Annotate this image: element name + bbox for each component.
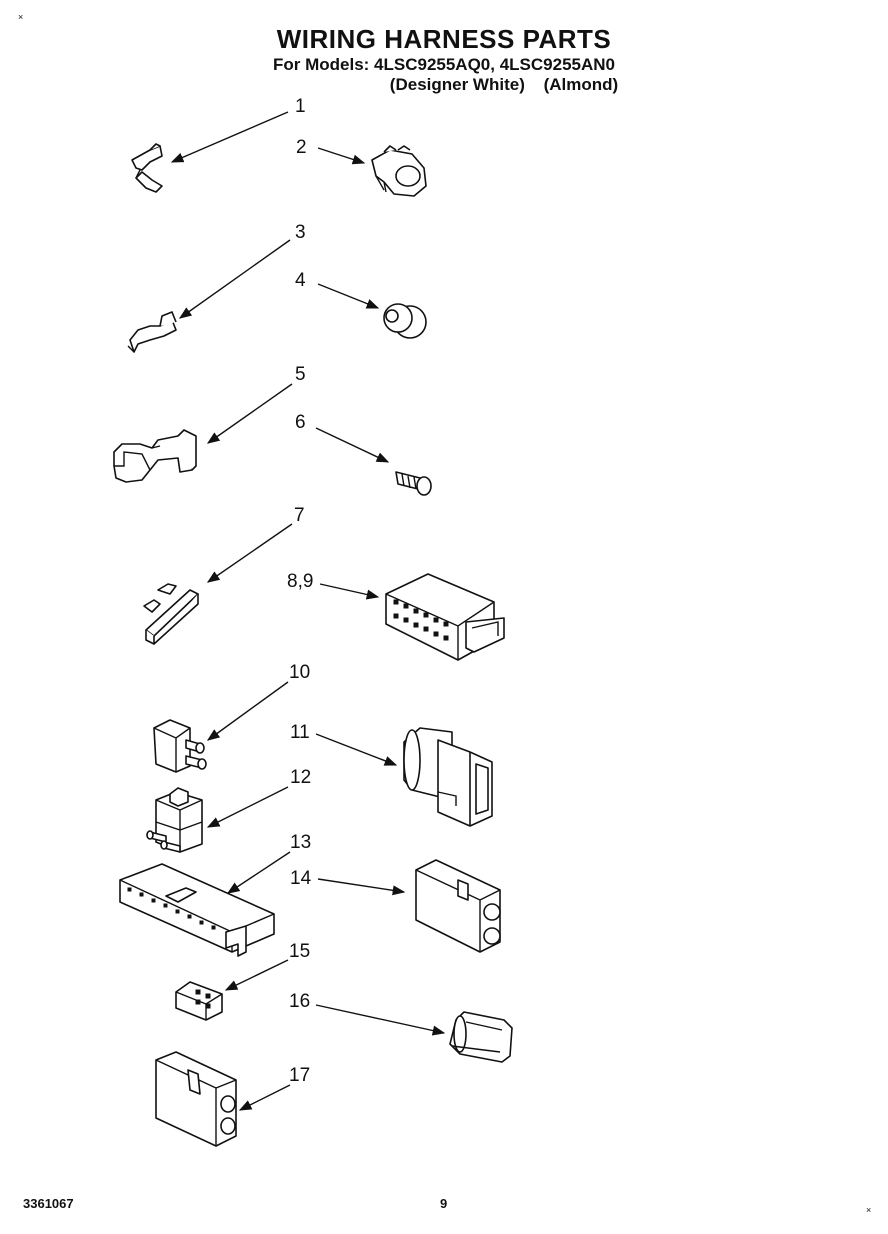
leader-7 bbox=[206, 523, 293, 583]
leader-8-9 bbox=[319, 583, 380, 600]
part-16-insulating-sleeve bbox=[449, 1011, 513, 1063]
leader-13 bbox=[226, 851, 291, 894]
callout-16: 16 bbox=[289, 991, 310, 1012]
part-13-terminal-block bbox=[119, 863, 275, 957]
callout-7: 7 bbox=[294, 505, 305, 526]
leader-11 bbox=[315, 733, 398, 766]
part-17-terminal-housing bbox=[155, 1051, 237, 1147]
callout-15: 15 bbox=[289, 941, 310, 962]
leader-5 bbox=[206, 383, 293, 444]
part-2-strain-relief bbox=[371, 145, 427, 197]
callout-17: 17 bbox=[289, 1065, 310, 1086]
model-colors-line: (Designer White) (Almond) bbox=[0, 75, 888, 95]
color-designer-white: (Designer White) bbox=[389, 75, 525, 94]
leader-14 bbox=[317, 878, 406, 896]
leader-1 bbox=[170, 111, 289, 163]
part-4-grommet bbox=[383, 303, 427, 339]
callout-6: 6 bbox=[295, 412, 306, 433]
leader-17 bbox=[238, 1084, 291, 1111]
leader-15 bbox=[224, 959, 289, 991]
callout-11: 11 bbox=[290, 722, 310, 743]
callout-1: 1 bbox=[295, 96, 306, 117]
leader-3 bbox=[178, 239, 291, 319]
document-number: 3361067 bbox=[23, 1196, 74, 1211]
leader-12 bbox=[206, 786, 289, 828]
part-11-housing-plug bbox=[403, 727, 493, 827]
part-3-hook-clip bbox=[127, 311, 177, 353]
callout-14: 14 bbox=[290, 868, 312, 889]
registration-mark-bottom: × bbox=[866, 1205, 872, 1215]
leader-16 bbox=[315, 1004, 446, 1036]
part-7-bar-clip bbox=[143, 583, 199, 645]
callout-13: 13 bbox=[290, 832, 311, 853]
part-12-pin-connector bbox=[146, 787, 203, 853]
color-almond: (Almond) bbox=[543, 75, 619, 94]
part-15-four-way-plug bbox=[175, 981, 223, 1021]
callout-4: 4 bbox=[295, 270, 306, 291]
callout-3: 3 bbox=[295, 222, 306, 243]
leader-2 bbox=[317, 147, 366, 165]
leader-10 bbox=[206, 681, 289, 741]
models-line: For Models: 4LSC9255AQ0, 4LSC9255AN0 bbox=[272, 55, 615, 74]
leader-6 bbox=[315, 427, 390, 463]
registration-mark-top: × bbox=[18, 12, 24, 22]
part-5-cable-clamp bbox=[113, 429, 197, 483]
part-14-two-pin-housing bbox=[415, 859, 501, 953]
part-6-push-pin bbox=[395, 471, 432, 496]
part-10-small-connector bbox=[153, 719, 207, 773]
part-1-wire-clip bbox=[131, 143, 163, 193]
callout-8-9: 8,9 bbox=[287, 571, 313, 592]
page-number: 9 bbox=[440, 1196, 448, 1211]
callout-12: 12 bbox=[290, 767, 311, 788]
callout-5: 5 bbox=[295, 364, 306, 385]
callout-10: 10 bbox=[289, 662, 310, 683]
part-8-9-multi-pin-connector bbox=[385, 573, 505, 661]
leader-4 bbox=[317, 283, 380, 309]
page-title: WIRING HARNESS PARTS bbox=[276, 24, 612, 54]
callout-2: 2 bbox=[296, 137, 307, 158]
